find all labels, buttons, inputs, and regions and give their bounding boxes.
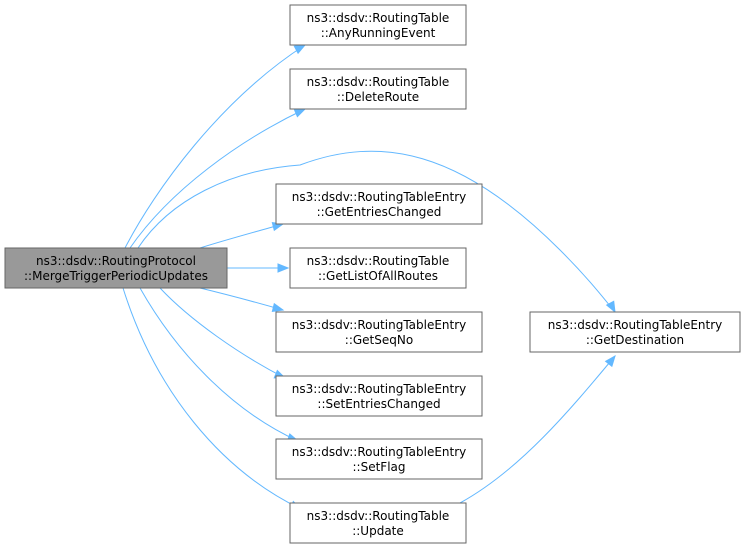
node-label-line1: ns3::dsdv::RoutingTableEntry [548, 318, 723, 332]
node-box[interactable] [275, 183, 483, 225]
edge-line [122, 287, 302, 510]
node-label-line1: ns3::dsdv::RoutingTableEntry [292, 190, 467, 204]
node-label-line2: ::AnyRunningEvent [321, 26, 436, 40]
node-label-line2: ::DeleteRoute [337, 90, 419, 104]
node-label-line1: ns3::dsdv::RoutingTableEntry [292, 445, 467, 459]
node-label-line2: ::GetListOfAllRoutes [318, 269, 438, 283]
node-get-seq-no[interactable]: ns3::dsdv::RoutingTableEntry::GetSeqNo [275, 311, 483, 353]
node-root[interactable]: ns3::dsdv::RoutingProtocol::MergeTrigger… [4, 247, 228, 289]
node-get-entries-changed[interactable]: ns3::dsdv::RoutingTableEntry::GetEntries… [275, 183, 483, 225]
node-label-line2: ::SetEntriesChanged [317, 397, 440, 411]
edge-root-to-get-list-of-all-routes [227, 263, 290, 273]
arrowhead [604, 354, 616, 368]
node-any-running-event[interactable]: ns3::dsdv::RoutingTable::AnyRunningEvent [289, 4, 467, 46]
edge-line [199, 287, 284, 311]
edge-root-to-get-entries-changed [199, 221, 285, 249]
edge-root-to-update [122, 287, 303, 510]
node-label-line1: ns3::dsdv::RoutingTable [307, 509, 450, 523]
node-label-line1: ns3::dsdv::RoutingTable [307, 11, 450, 25]
arrowhead [277, 263, 290, 273]
edge-line [139, 287, 299, 442]
node-box[interactable] [289, 502, 467, 544]
nodes-layer: ns3::dsdv::RoutingProtocol::MergeTrigger… [4, 4, 741, 544]
edge-root-to-get-seq-no [199, 287, 285, 313]
node-box[interactable] [289, 4, 467, 46]
node-update[interactable]: ns3::dsdv::RoutingTable::Update [289, 502, 467, 544]
edge-root-to-get-destination [137, 150, 616, 314]
node-delete-route[interactable]: ns3::dsdv::RoutingTable::DeleteRoute [289, 68, 467, 110]
node-label-line2: ::GetSeqNo [345, 333, 413, 347]
edge-root-to-set-entries-changed [159, 287, 287, 379]
edges-layer [122, 44, 616, 510]
edge-update-to-get-destination [459, 354, 616, 504]
node-get-destination[interactable]: ns3::dsdv::RoutingTableEntry::GetDestina… [529, 311, 741, 353]
node-label-line2: ::GetEntriesChanged [317, 205, 442, 219]
node-get-list-of-all-routes[interactable]: ns3::dsdv::RoutingTable::GetListOfAllRou… [289, 247, 467, 289]
node-box[interactable] [275, 438, 483, 480]
arrowhead [271, 302, 285, 313]
node-label-line1: ns3::dsdv::RoutingTableEntry [292, 382, 467, 396]
node-label-line1: ns3::dsdv::RoutingTable [307, 254, 450, 268]
edge-root-to-any-running-event [124, 44, 307, 249]
edge-line [137, 150, 616, 313]
node-box[interactable] [275, 311, 483, 353]
node-label-line2: ::Update [352, 524, 404, 538]
node-label-line1: ns3::dsdv::RoutingProtocol [36, 254, 196, 268]
node-label-line1: ns3::dsdv::RoutingTableEntry [292, 318, 467, 332]
node-box[interactable] [289, 68, 467, 110]
node-box[interactable] [275, 375, 483, 417]
node-label-line1: ns3::dsdv::RoutingTable [307, 75, 450, 89]
edge-line [124, 44, 306, 249]
node-box[interactable] [4, 247, 228, 289]
edge-line [129, 108, 306, 249]
edge-line [159, 287, 286, 379]
node-box[interactable] [289, 247, 467, 289]
node-box[interactable] [529, 311, 741, 353]
node-label-line2: ::MergeTriggerPeriodicUpdates [24, 269, 208, 283]
node-set-flag[interactable]: ns3::dsdv::RoutingTableEntry::SetFlag [275, 438, 483, 480]
node-label-line2: ::SetFlag [353, 460, 406, 474]
edge-line [459, 355, 616, 504]
arrowhead [293, 44, 307, 55]
node-set-entries-changed[interactable]: ns3::dsdv::RoutingTableEntry::SetEntries… [275, 375, 483, 417]
arrowhead [605, 300, 616, 314]
edge-line [199, 223, 284, 249]
node-label-line2: ::GetDestination [586, 333, 684, 347]
edge-root-to-delete-route [129, 108, 307, 249]
arrowhead [293, 108, 307, 118]
